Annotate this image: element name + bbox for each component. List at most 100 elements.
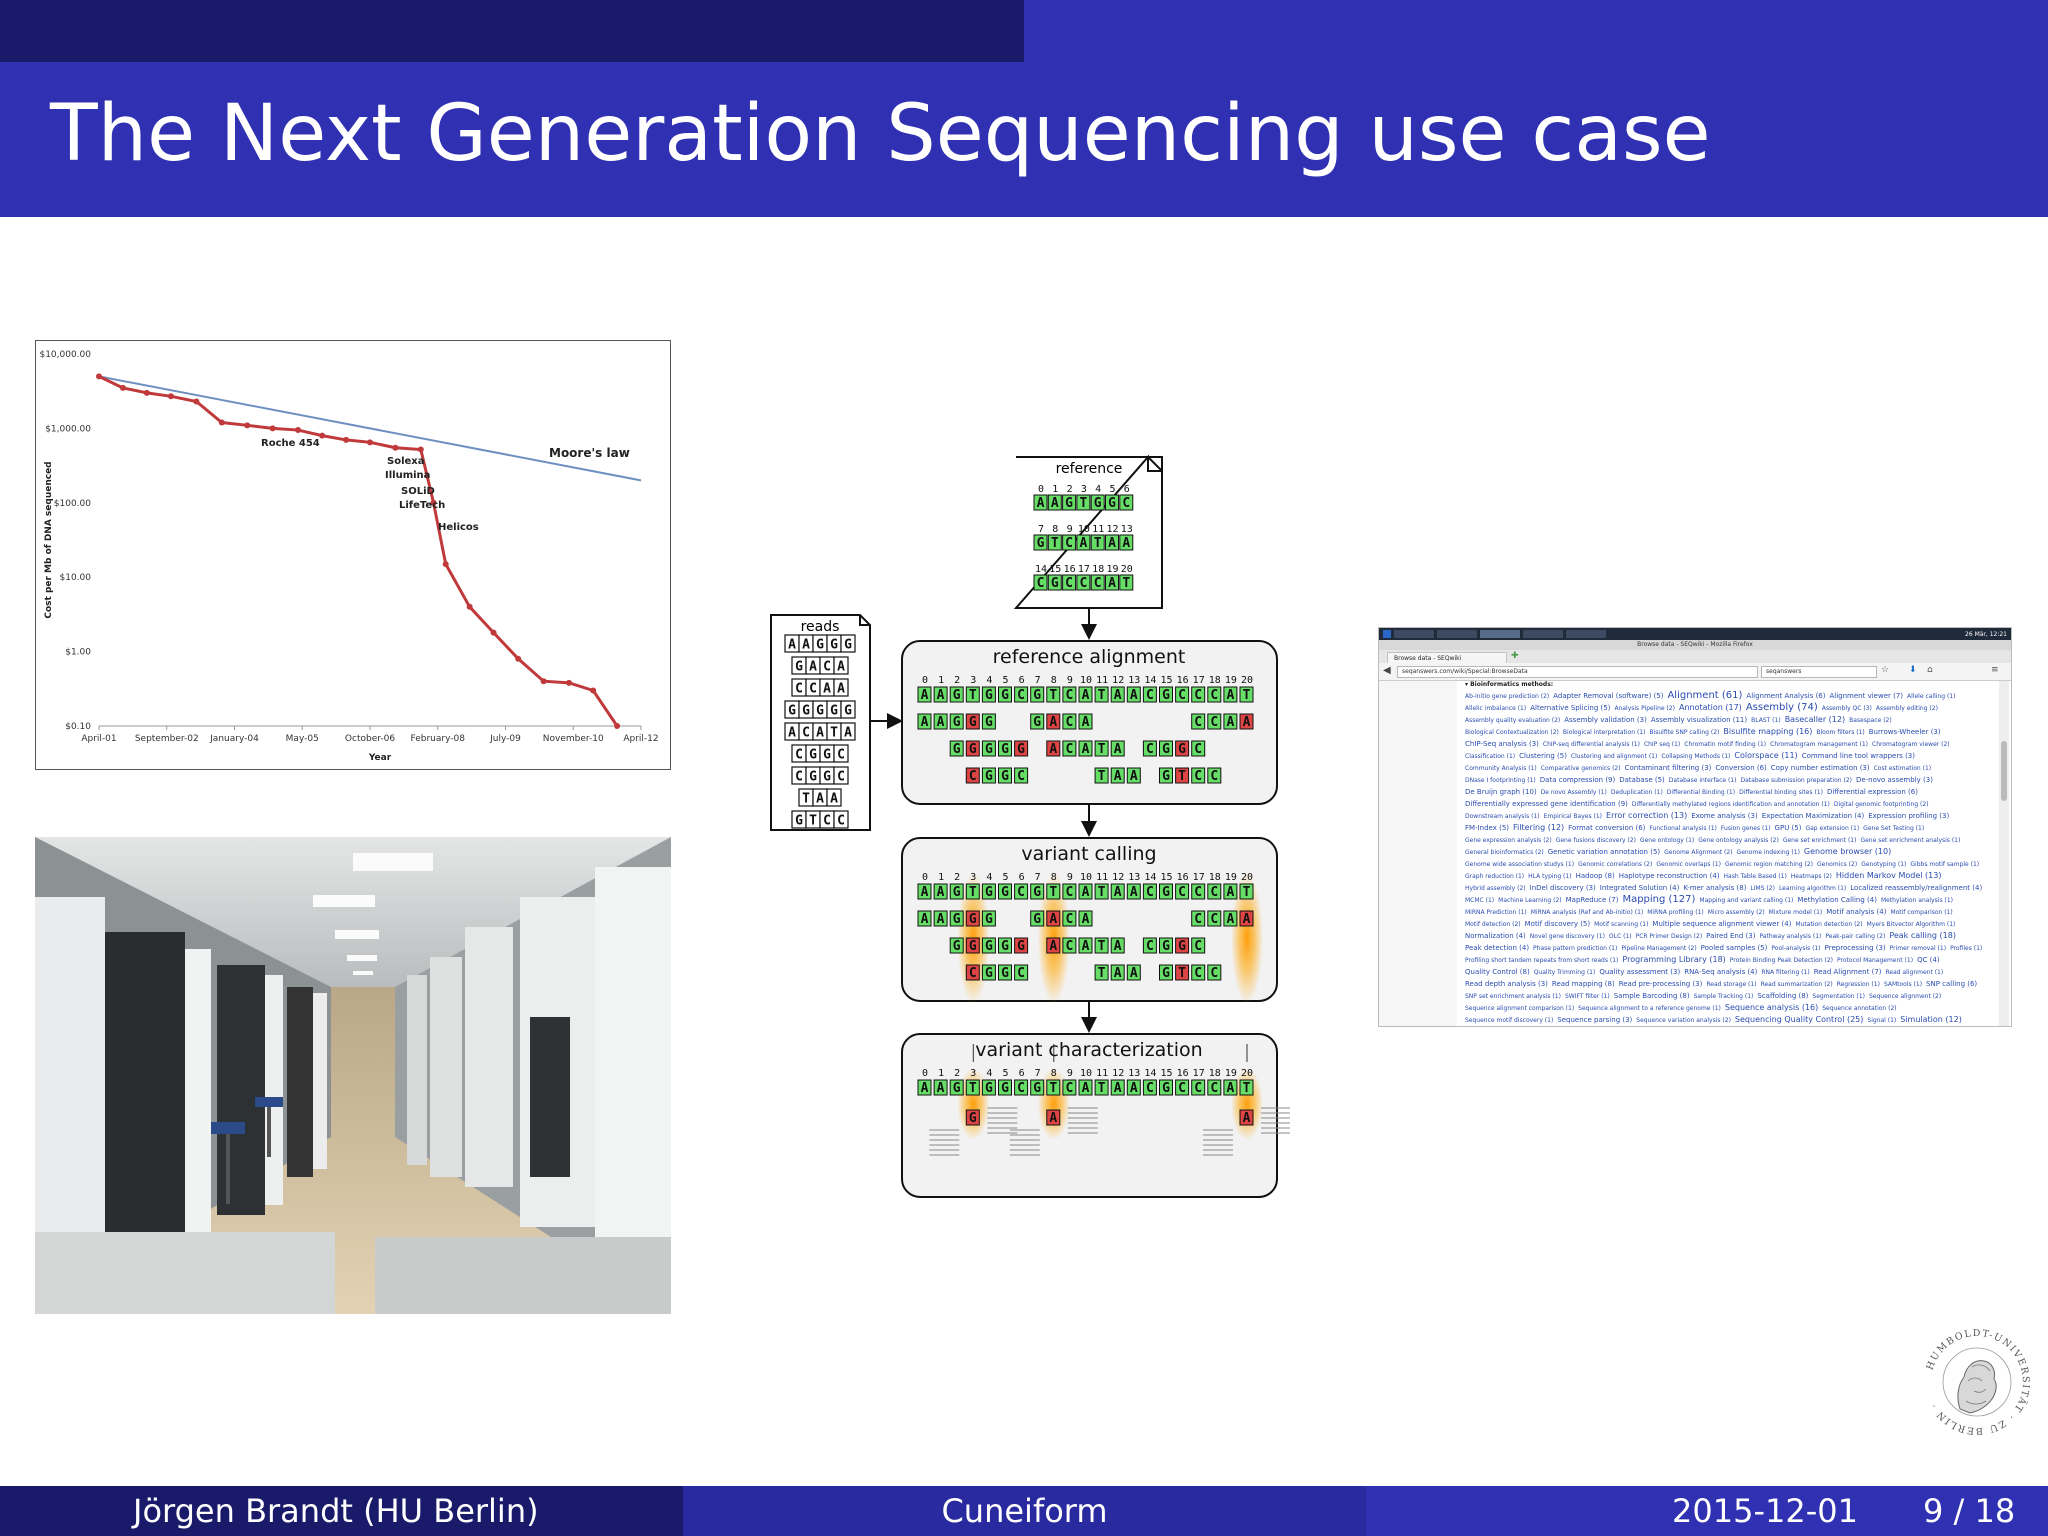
category-link[interactable]: Adapter Removal (software) (5) — [1553, 692, 1664, 700]
url-bar[interactable]: seqanswers.com/wiki/Special:BrowseData — [1397, 666, 1758, 678]
category-link[interactable]: Differential expression (6) — [1826, 788, 1918, 796]
category-link[interactable]: Filtering (12) — [1513, 823, 1565, 832]
category-link[interactable]: Error correction (13) — [1606, 811, 1688, 820]
category-link[interactable]: Mapping and variant calling (1) — [1699, 897, 1794, 904]
category-link[interactable]: Paired End (3) — [1706, 932, 1756, 940]
category-link[interactable]: Mixture model (1) — [1768, 909, 1823, 916]
category-link[interactable]: Genotyping (1) — [1861, 861, 1907, 868]
category-link[interactable]: Sample Tracking (1) — [1693, 993, 1754, 1000]
category-link[interactable]: Peak detection (4) — [1465, 944, 1530, 952]
category-link[interactable]: Database interface (1) — [1668, 777, 1737, 784]
category-link[interactable]: Genomic region matching (2) — [1724, 861, 1814, 868]
category-link[interactable]: Clustering (5) — [1519, 752, 1567, 760]
category-link[interactable]: De Bruijn graph (10) — [1465, 788, 1537, 796]
category-link[interactable]: Regression (1) — [1836, 981, 1880, 988]
category-link[interactable]: Differentially methylated regions identi… — [1631, 801, 1830, 808]
category-link[interactable]: De novo Assembly (1) — [1540, 789, 1607, 796]
category-link[interactable]: LIMS (2) — [1750, 885, 1775, 892]
category-link[interactable]: Cost estimation (1) — [1873, 765, 1932, 772]
category-link[interactable]: MiRNA profiling (1) — [1647, 909, 1704, 916]
category-link[interactable]: Protocol Management (1) — [1837, 957, 1914, 964]
category-link[interactable]: Database submission preparation (2) — [1740, 777, 1852, 784]
category-link[interactable]: Deduplication (1) — [1610, 789, 1663, 796]
category-link[interactable]: Signal (1) — [1867, 1017, 1897, 1024]
category-link[interactable]: Allele calling (1) — [1907, 693, 1956, 700]
category-link[interactable]: Graph reduction (1) — [1465, 873, 1525, 880]
category-link[interactable]: RNA-Seq analysis (4) — [1684, 968, 1758, 976]
category-link[interactable]: BLAST (1) — [1751, 717, 1781, 724]
category-link[interactable]: Genomic overlaps (1) — [1656, 861, 1721, 868]
category-link[interactable]: Motif detection (2) — [1465, 921, 1521, 928]
scrollbar-thumb[interactable] — [2001, 741, 2007, 801]
category-link[interactable]: Conversion (6) — [1715, 764, 1767, 772]
category-link[interactable]: ChIP-seq differential analysis (1) — [1542, 741, 1640, 748]
browser-tab[interactable]: Browse data - SEQwiki — [1387, 652, 1507, 664]
category-link[interactable]: Collapsing Methods (1) — [1661, 753, 1731, 760]
category-link[interactable]: Motif discovery (5) — [1524, 920, 1591, 928]
category-link[interactable]: SAMtools (1) — [1883, 981, 1923, 988]
category-link[interactable]: Read summarization (2) — [1760, 981, 1833, 988]
category-link[interactable]: SNP calling (6) — [1926, 980, 1978, 988]
category-link[interactable]: MiRNA Prediction (1) — [1465, 909, 1527, 916]
category-link[interactable]: Phase pattern prediction (1) — [1533, 945, 1618, 952]
bookmark-star-icon[interactable]: ☆ — [1881, 665, 1890, 675]
category-link[interactable]: Bisulfite mapping (16) — [1723, 727, 1813, 736]
category-link[interactable]: Genome browser (10) — [1803, 847, 1892, 856]
home-icon[interactable]: ⌂ — [1927, 665, 1933, 675]
category-link[interactable]: Genetic variation annotation (5) — [1547, 848, 1661, 856]
category-link[interactable]: Command line tool wrappers (3) — [1801, 752, 1915, 760]
category-link[interactable]: Micro assembly (2) — [1707, 909, 1765, 916]
category-link[interactable]: Sequence parsing (3) — [1557, 1016, 1633, 1024]
category-link[interactable]: Sequence variation analysis (2) — [1636, 1017, 1731, 1024]
category-link[interactable]: Differential Binding (1) — [1666, 789, 1736, 796]
category-link[interactable]: Peak-pair calling (2) — [1825, 933, 1886, 940]
category-link[interactable]: Format conversion (6) — [1568, 824, 1646, 832]
category-link[interactable]: Exome analysis (3) — [1691, 812, 1758, 820]
category-link[interactable]: MiRNA analysis (Ref and Ab-initio) (1) — [1530, 909, 1644, 916]
category-link[interactable]: Motif scanning (1) — [1594, 921, 1649, 928]
category-link[interactable]: Pooled samples (5) — [1700, 944, 1768, 952]
category-link[interactable]: Assembly quality evaluation (2) — [1465, 717, 1561, 724]
category-link[interactable]: Sequencing Quality Control (25) — [1734, 1015, 1864, 1024]
category-link[interactable]: Profiles (1) — [1950, 945, 1983, 952]
category-link[interactable]: Genome Alignment (2) — [1664, 849, 1733, 856]
category-link[interactable]: Hadoop (8) — [1575, 872, 1615, 880]
category-link[interactable]: Gap extension (1) — [1805, 825, 1860, 832]
category-link[interactable]: Quality Control (8) — [1465, 968, 1530, 976]
category-link[interactable]: Gene fusions discovery (2) — [1555, 837, 1636, 844]
category-link[interactable]: Differential binding sites (1) — [1739, 789, 1823, 796]
category-link[interactable]: HLA typing (1) — [1528, 873, 1572, 880]
category-link[interactable]: Expectation Maximization (4) — [1761, 812, 1865, 820]
category-link[interactable]: Localized reassembly/realignment (4) — [1850, 884, 1983, 892]
category-link[interactable]: Assembly editing (2) — [1875, 705, 1938, 712]
category-link[interactable]: Preprocessing (3) — [1824, 944, 1886, 952]
category-link[interactable]: Mutation detection (2) — [1795, 921, 1863, 928]
category-link[interactable]: Haplotype reconstruction (4) — [1618, 872, 1720, 880]
category-link[interactable]: Sequence annotation (2) — [1822, 1005, 1897, 1012]
category-link[interactable]: QC (4) — [1917, 956, 1940, 964]
category-link[interactable]: Data compression (9) — [1539, 776, 1616, 784]
category-link[interactable]: OLC (1) — [1608, 933, 1632, 940]
category-link[interactable]: Read mapping (8) — [1551, 980, 1615, 988]
category-link[interactable]: Downstream analysis (1) — [1465, 813, 1540, 820]
category-link[interactable]: Assembly validation (3) — [1564, 716, 1647, 724]
category-link[interactable]: Alignment Analysis (6) — [1746, 692, 1826, 700]
start-menu-icon[interactable] — [1383, 630, 1391, 638]
category-link[interactable]: General bioinformatics (2) — [1465, 849, 1544, 856]
category-link[interactable]: Scaffolding (8) — [1757, 992, 1809, 1000]
taskbar-item[interactable] — [1394, 630, 1434, 638]
category-link[interactable]: Programming Library (18) — [1622, 955, 1726, 964]
category-link[interactable]: MCMC (1) — [1465, 897, 1495, 904]
category-link[interactable]: Sample Barcoding (8) — [1613, 992, 1690, 1000]
category-link[interactable]: Chromatogram management (1) — [1770, 741, 1869, 748]
category-link[interactable]: Gene ontology analysis (2) — [1698, 837, 1779, 844]
category-link[interactable]: SWIFT filter (1) — [1564, 993, 1610, 1000]
search-box[interactable]: seqanswers — [1761, 666, 1877, 678]
category-link[interactable]: InDel discovery (3) — [1529, 884, 1596, 892]
category-link[interactable]: Fusion genes (1) — [1720, 825, 1771, 832]
category-link[interactable]: Annotation (17) — [1678, 703, 1742, 712]
category-link[interactable]: Methylation analysis (1) — [1880, 897, 1953, 904]
category-link[interactable]: Colorspace (11) — [1734, 751, 1798, 760]
category-link[interactable]: Allelic imbalance (1) — [1465, 705, 1527, 712]
category-link[interactable]: Profiling short tandem repeats from shor… — [1465, 957, 1619, 964]
